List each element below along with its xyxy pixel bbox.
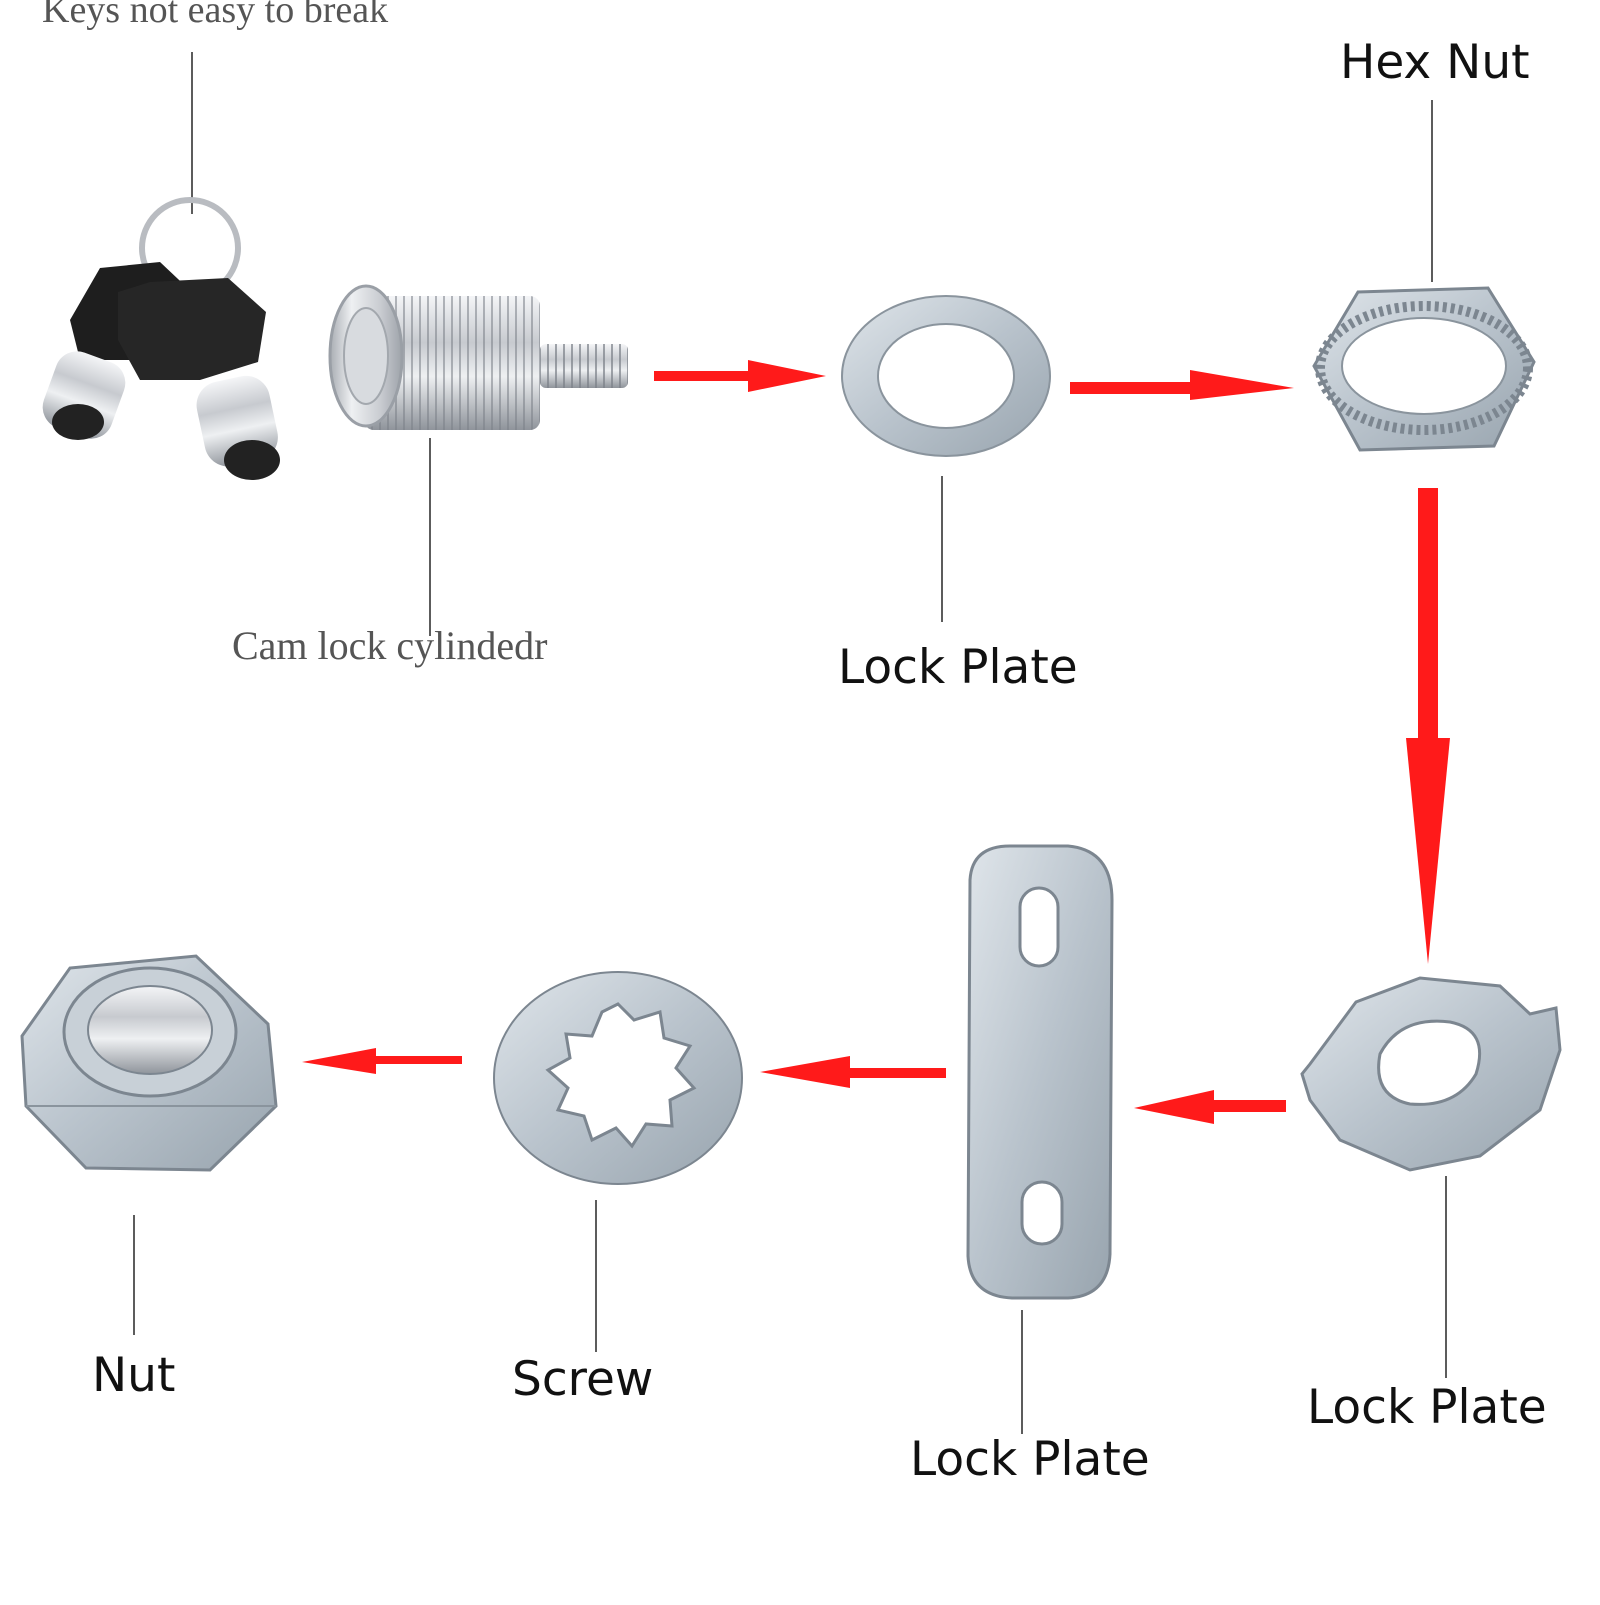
arrow-to-nut [302, 1048, 462, 1074]
washer-icon [841, 295, 1051, 457]
cam-bar-icon [966, 844, 1114, 1300]
cylinder-icon [328, 284, 628, 430]
hex-nut-icon [1312, 286, 1536, 452]
arrows [302, 360, 1450, 1124]
arrow-hex-nut-down [1406, 488, 1450, 964]
label-lock-plate-1: Lock Plate [838, 640, 1078, 695]
arrow-to-star-washer [760, 1056, 946, 1088]
label-keys: Keys not easy to break [42, 0, 389, 31]
nut-icon [20, 954, 278, 1172]
arrow-washer-to-hex-nut [1070, 370, 1294, 400]
label-hex-nut: Hex Nut [1340, 35, 1530, 90]
label-lock-plate-3: Lock Plate [910, 1432, 1150, 1487]
keys-icon [42, 197, 280, 480]
leader-lines [133, 52, 1447, 1434]
arrow-cylinder-to-washer [654, 360, 826, 392]
arrow-to-cam-bar [1134, 1090, 1286, 1124]
star-washer-icon [493, 971, 743, 1185]
label-cylinder: Cam lock cylindedr [232, 623, 548, 668]
cam-plate-icon [1300, 976, 1562, 1172]
label-nut: Nut [92, 1348, 176, 1403]
label-lock-plate-2: Lock Plate [1307, 1380, 1547, 1435]
label-screw: Screw [512, 1352, 654, 1407]
